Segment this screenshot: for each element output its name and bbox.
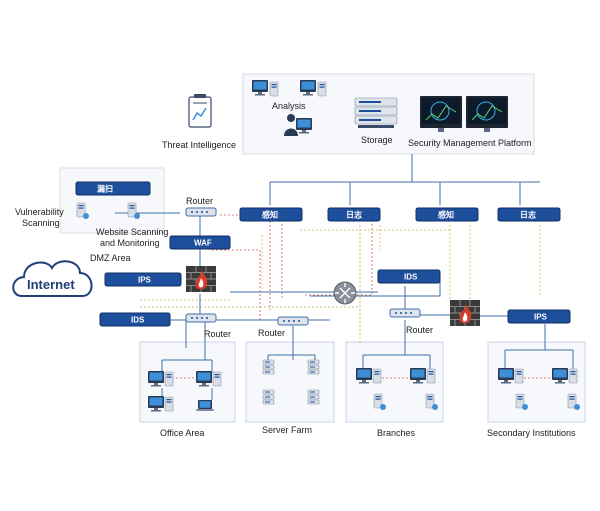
storage-icon — [354, 97, 398, 128]
svg-text:Internet: Internet — [27, 277, 75, 292]
website-scanner-server — [127, 202, 140, 219]
server-farm-zone — [245, 341, 335, 423]
analyst-icon — [284, 114, 312, 136]
secondary-institutions-label: Secondary Institutions — [487, 428, 576, 438]
ips-left-appliance: IPS — [104, 272, 182, 287]
storage-label: Storage — [361, 135, 393, 145]
svg-text:IPS: IPS — [138, 276, 152, 285]
svg-text:IDS: IDS — [131, 316, 145, 325]
analysis-label: Analysis — [272, 101, 306, 111]
router-right-label: Router — [406, 325, 433, 335]
ids-left-appliance: IDS — [99, 312, 171, 327]
dmz-zone — [59, 167, 165, 234]
secondary-server-1 — [515, 393, 528, 410]
ips-right-appliance: IPS — [507, 309, 571, 324]
branches-label: Branches — [377, 428, 416, 438]
svg-text:日志: 日志 — [346, 210, 362, 220]
probe-appliance-2: 感知 — [415, 207, 479, 222]
internet-cloud: Internet — [12, 260, 93, 297]
svg-text:日志: 日志 — [520, 210, 536, 220]
core-switch-icon — [333, 281, 357, 305]
router-server-farm — [277, 316, 309, 326]
security-management-platform-icon — [420, 96, 508, 132]
server-farm-server-1 — [262, 359, 275, 375]
router-top-label: Router — [186, 196, 213, 206]
vulnerability-scanning-label-line1: Vulnerability — [15, 207, 64, 217]
svg-text:感知: 感知 — [438, 210, 454, 220]
server-farm-label: Server Farm — [262, 425, 312, 435]
security-management-platform-label: Security Management Platform — [408, 138, 532, 148]
router-right — [389, 308, 421, 318]
svg-text:WAF: WAF — [194, 239, 212, 248]
svg-text:感知: 感知 — [262, 210, 278, 220]
waf-appliance: WAF — [169, 235, 231, 250]
log-appliance-1: 日志 — [327, 207, 381, 222]
log-appliance-2: 日志 — [497, 207, 561, 222]
office-area-label: Office Area — [160, 428, 204, 438]
probe-appliance-1: 感知 — [239, 207, 303, 222]
ids-right-appliance: IDS — [377, 269, 441, 284]
router-server-farm-label: Router — [258, 328, 285, 338]
website-scanning-label-line1: Website Scanning — [96, 227, 168, 237]
branch-server-2 — [425, 393, 438, 410]
dmz-scanner-appliance: 漏扫 — [75, 181, 151, 196]
server-farm-server-4 — [307, 389, 320, 405]
vulnerability-scanning-label-line2: Scanning — [22, 218, 60, 228]
server-farm-server-2 — [307, 359, 320, 375]
firewall-left — [185, 265, 217, 293]
server-farm-server-3 — [262, 389, 275, 405]
dmz-area-label: DMZ Area — [90, 253, 131, 263]
website-scanning-label-line2: and Monitoring — [100, 238, 160, 248]
threat-intelligence-label: Threat Intelligence — [162, 140, 236, 150]
router-top — [185, 207, 217, 217]
branch-server-1 — [373, 393, 386, 410]
vulnerability-scanner-server — [76, 202, 89, 219]
firewall-right — [449, 299, 481, 327]
svg-text:IDS: IDS — [404, 273, 418, 282]
svg-text:漏扫: 漏扫 — [97, 184, 113, 194]
threat-intelligence-icon — [188, 94, 212, 128]
secondary-server-2 — [567, 393, 580, 410]
svg-text:IPS: IPS — [534, 313, 548, 322]
router-left-label: Router — [204, 329, 231, 339]
router-left — [185, 313, 217, 323]
office-laptop — [196, 400, 214, 411]
